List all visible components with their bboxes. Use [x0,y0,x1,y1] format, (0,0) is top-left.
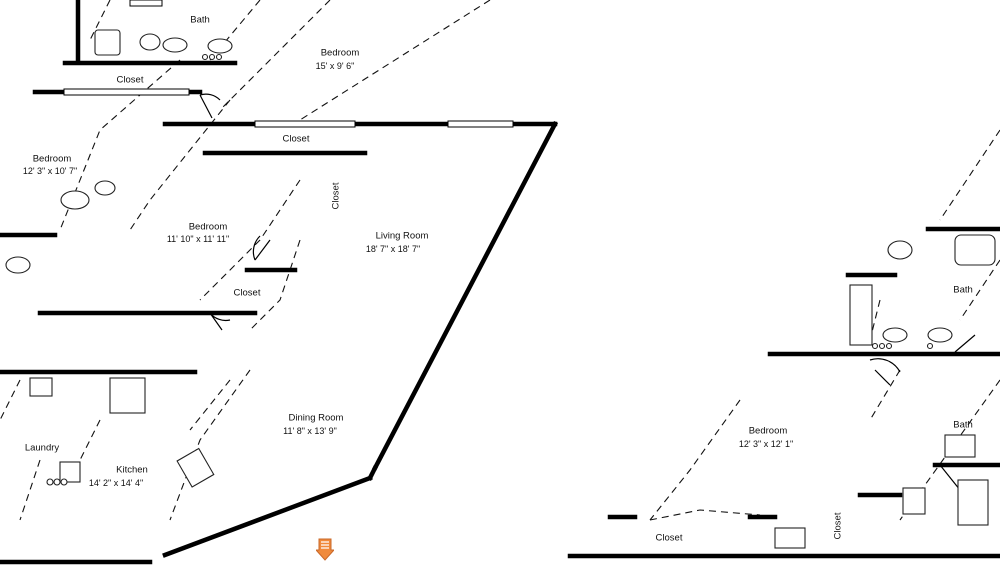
room-label-bedroom-left: Bedroom [32,153,72,165]
room-label-closet-living: Closet [282,133,310,145]
room-label-bedroom-right: Bedroom [748,425,788,437]
room-label-living-room: Living Room [375,230,429,242]
room-label-bath-top: Bath [190,14,210,26]
room-label-kitchen: Kitchen [116,464,148,476]
room-size-bedroom-right: 12' 3" x 12' 1" [738,439,794,449]
room-label-closet-bottom: Closet [655,532,683,544]
room-label-laundry: Laundry [24,442,60,454]
room-label-bedroom-center: Bedroom [188,221,228,233]
room-size-living-room: 18' 7" x 18' 7" [365,244,421,254]
windows [63,0,514,128]
doors [199,93,976,491]
room-size-bedroom-center: 11' 10" x 11' 11" [166,234,230,244]
fixtures [5,29,996,549]
room-size-kitchen: 14' 2" x 14' 4" [88,478,144,488]
room-label-dining-room: Dining Room [288,412,344,424]
room-size-bedroom-left: 12' 3" x 10' 7" [22,166,78,176]
room-label-closet-right-vertical: Closet [832,512,844,540]
room-label-closet-vertical: Closet [330,182,342,210]
room-label-closet-center: Closet [233,287,261,299]
room-size-bedroom-top: 15' x 9' 6" [315,61,355,71]
room-label-closet-top: Closet [116,74,144,86]
room-label-bath-right-lower: Bath [953,419,973,431]
north-arrow-icon [314,537,336,561]
room-label-bedroom-top: Bedroom [320,47,360,59]
room-size-dining-room: 11' 8" x 13' 9" [283,426,337,436]
dashed-guidelines [0,0,1000,521]
room-label-bath-right-upper: Bath [953,284,973,296]
